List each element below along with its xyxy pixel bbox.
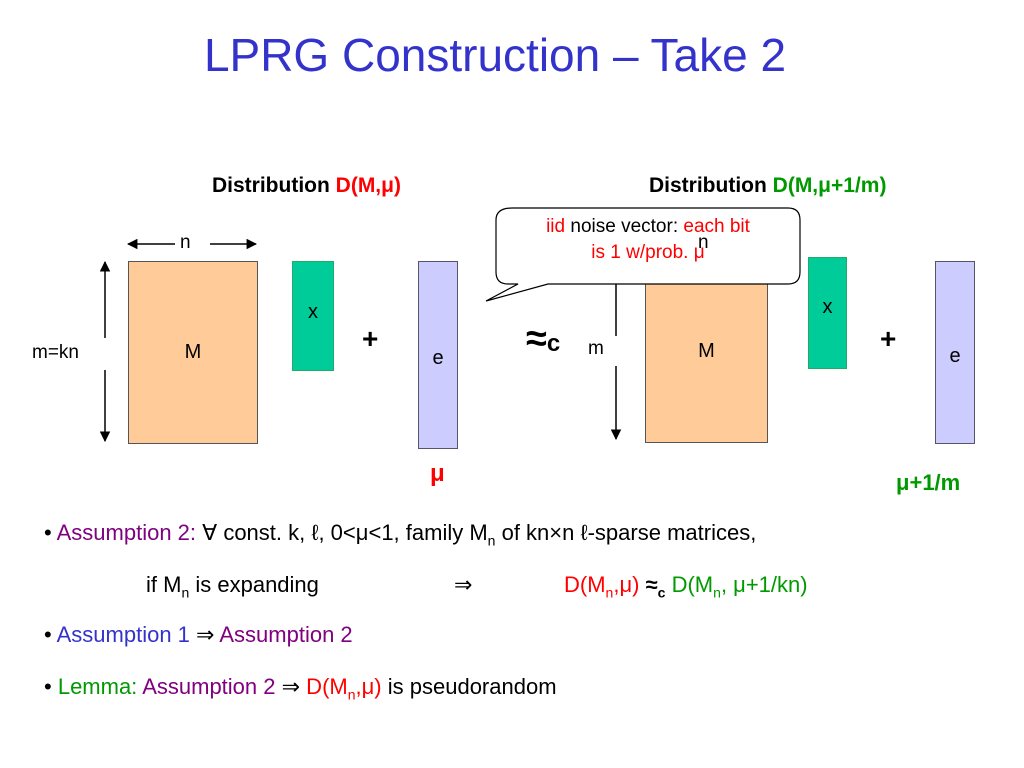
times-symbol: × — [549, 520, 563, 545]
line2-text-2: is expanding — [189, 572, 319, 597]
b1-text-1: const. k, ℓ, 0< — [217, 520, 356, 545]
line2-d1-rest: ,μ) — [613, 572, 640, 597]
b1-text-2: <1, family M — [368, 520, 488, 545]
bullet-dot: • — [44, 520, 52, 545]
right-label-mu: μ — [818, 174, 832, 197]
b3-d-sub: n — [347, 686, 356, 703]
right-noise-rest: +1/m — [909, 470, 961, 495]
right-vector-x: x — [808, 257, 847, 369]
left-label-mu: μ — [381, 174, 395, 197]
left-distribution-label: Distribution D(M,μ) — [212, 174, 401, 198]
left-vector-e-label: e — [432, 346, 444, 369]
b1-sub-n: n — [487, 532, 496, 549]
b3-d: D(M — [300, 674, 348, 699]
left-noise-mu: μ — [430, 460, 445, 487]
right-noise-label: μ+1/m — [896, 470, 960, 496]
expanding-implication-line: if Mn is expanding — [146, 572, 319, 600]
left-label-prefix: Distribution — [212, 174, 336, 197]
line2-d1-sub: n — [605, 584, 614, 601]
right-distribution-label: Distribution D(M,μ+1/m) — [649, 174, 886, 198]
approx-symbol: ≈ — [526, 318, 547, 360]
bullet-dot: • — [44, 622, 52, 647]
slide-title: LPRG Construction – Take 2 — [203, 29, 787, 81]
right-matrix-m: M — [645, 259, 768, 443]
right-matrix-label: M — [698, 339, 715, 362]
left-vector-x: x — [292, 261, 334, 371]
approx-subscript: c — [546, 330, 561, 357]
left-vector-e: e — [418, 261, 458, 449]
right-label-prefix: Distribution — [649, 174, 773, 197]
assumption-2-label: Assumption 2: — [56, 520, 197, 545]
b3-implies: ⇒ — [281, 674, 301, 699]
line2-approx: ≈ — [645, 572, 658, 597]
left-vector-x-label: x — [308, 300, 318, 323]
bullet-assumption-2: • Assumption 2: ∀ const. k, ℓ, 0<μ<1, fa… — [44, 520, 756, 548]
b1-text-4: n ℓ-sparse matrices, — [562, 520, 757, 545]
right-vector-e: e — [935, 261, 975, 444]
line2-d2-sub: n — [713, 584, 721, 601]
bullet-lemma: • Lemma: Assumption 2 ⇒ D(Mn,μ) is pseud… — [44, 674, 557, 702]
b3-rest: is pseudorandom — [381, 674, 557, 699]
line2-distributions: D(Mn,μ) ≈c D(Mn, μ+1/kn) — [564, 572, 808, 600]
callout-text: iid noise vector: each bit is 1 w/prob. … — [498, 214, 798, 266]
callout-iid: iid — [546, 216, 566, 237]
line2-d2-rest: , μ+1/kn) — [720, 572, 808, 597]
b2-assumption-2: Assumption 2 — [219, 622, 353, 647]
left-label-close: ) — [394, 174, 402, 197]
b3-d-rest: ,μ) — [355, 674, 382, 699]
lemma-label: Lemma: — [57, 674, 138, 699]
callout-line-2: is 1 w/prob. μ — [591, 242, 705, 263]
line2-d2: D(M — [671, 572, 714, 597]
forall-symbol: ∀ — [202, 520, 218, 545]
line2-sub-n: n — [181, 584, 190, 601]
right-noise-mu: μ — [896, 470, 910, 495]
right-label-rest: +1/m) — [831, 174, 887, 197]
left-n-label: n — [180, 232, 191, 253]
left-m-label: m=kn — [32, 342, 79, 363]
left-matrix-m: M — [128, 261, 258, 444]
right-vector-x-label: x — [822, 295, 833, 318]
right-label-dist: D(M, — [772, 174, 819, 197]
right-vector-e-label: e — [949, 345, 961, 367]
left-matrix-label: M — [184, 341, 202, 363]
right-n-label: n — [698, 232, 709, 253]
assumption-1-label: Assumption 1 — [56, 622, 190, 647]
line2-text-1: if M — [146, 572, 182, 597]
line2-d1: D(M — [564, 572, 606, 597]
b1-mu: μ — [355, 520, 369, 545]
line2-implies: ⇒ — [454, 572, 473, 597]
b1-text-3: of kn — [495, 520, 550, 545]
line2-approx-sub: c — [657, 584, 666, 601]
b2-implies: ⇒ — [196, 622, 215, 647]
right-m-label: m — [588, 338, 604, 359]
left-plus: + — [362, 323, 379, 354]
right-plus: + — [880, 323, 897, 354]
left-label-dist: D(M, — [335, 174, 382, 197]
callout-line-1: iid noise vector: each bit — [498, 214, 798, 240]
b3-assumption-2: Assumption 2 — [137, 674, 282, 699]
callout-noise-vector: noise vector: — [565, 216, 684, 237]
approx-c-symbol: ≈c — [526, 318, 560, 361]
callout-each-bit: each bit — [683, 216, 750, 237]
bullet-assumption-1: • Assumption 1 ⇒ Assumption 2 — [44, 622, 353, 648]
bullet-dot: • — [44, 674, 52, 699]
